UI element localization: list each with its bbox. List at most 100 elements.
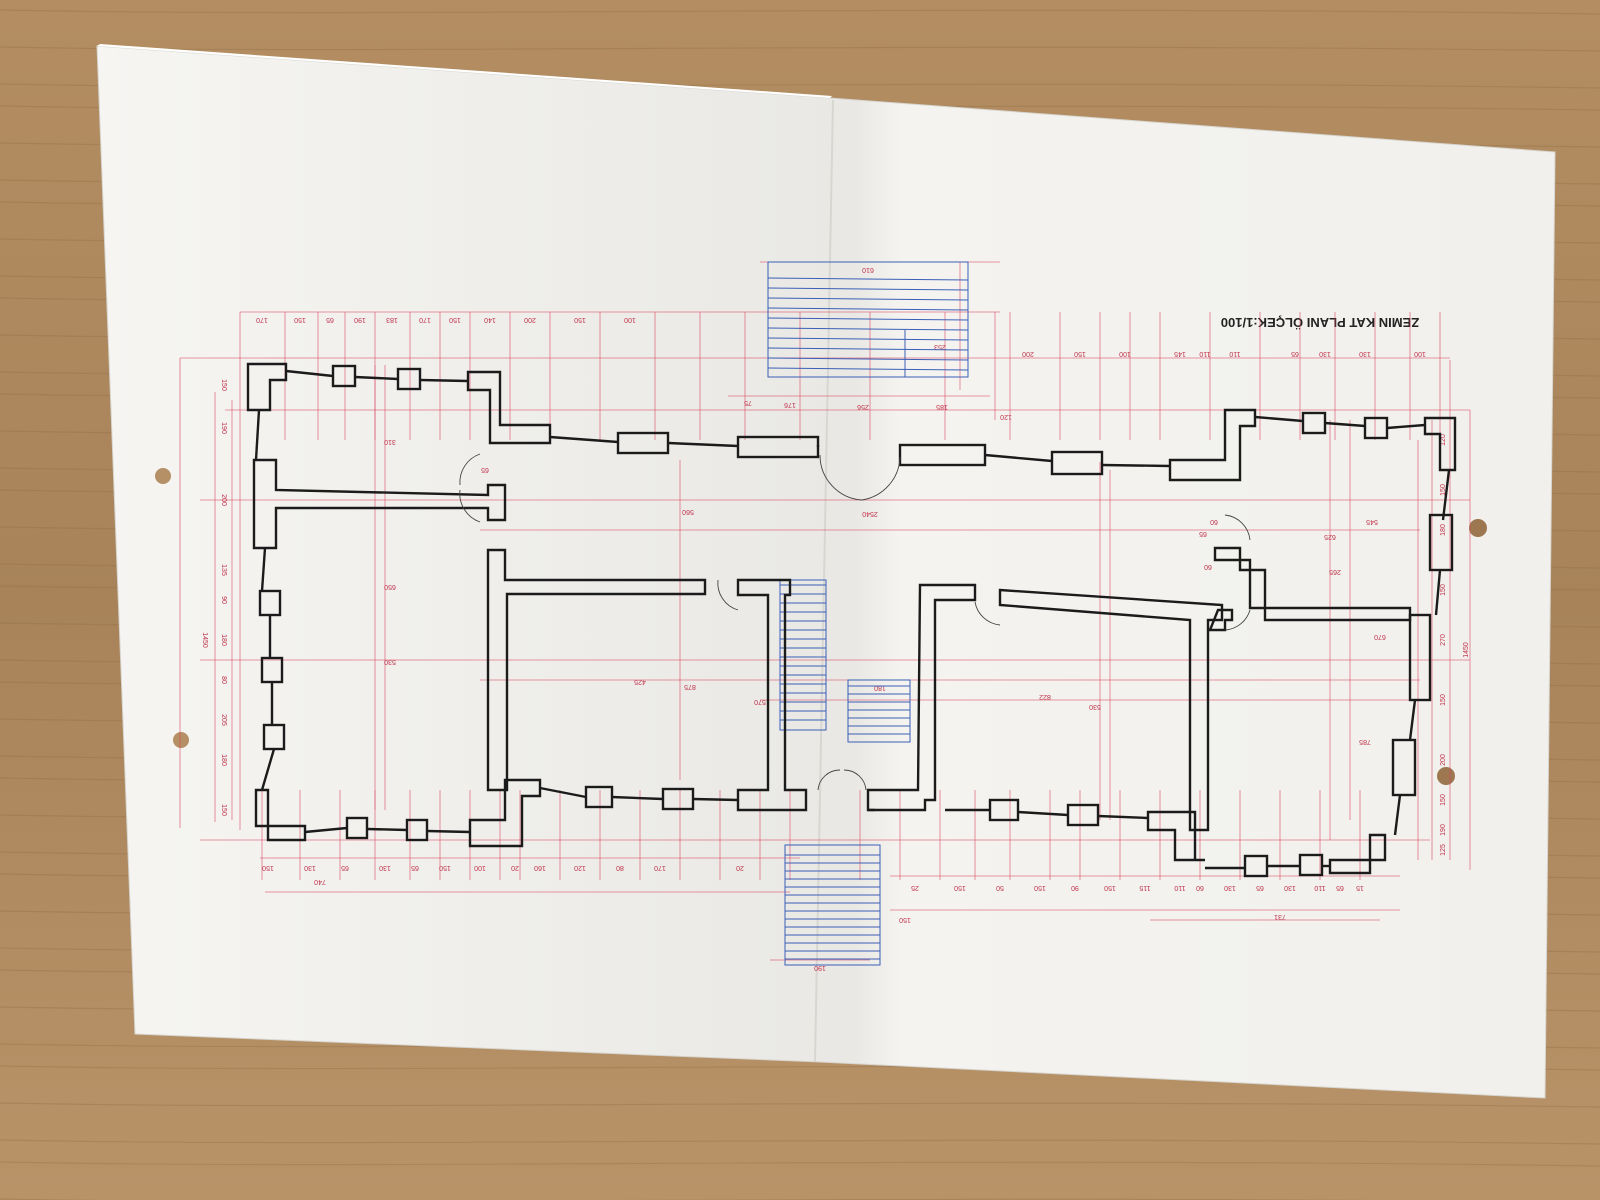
dimension-label: 180 xyxy=(874,684,886,691)
dimension-label: 110 xyxy=(1199,350,1210,357)
dimension-label: 100 xyxy=(624,316,636,323)
dimension-label: 60 xyxy=(1204,563,1212,570)
door-swing-main xyxy=(819,454,863,501)
wall-line xyxy=(1393,794,1402,836)
stair-tread xyxy=(767,307,969,311)
stair-tread xyxy=(767,327,969,331)
door-swing-rear xyxy=(817,769,841,791)
wall-line xyxy=(539,786,587,799)
wall-corner xyxy=(1168,408,1257,482)
wall-pier xyxy=(1428,513,1454,572)
wall-segment xyxy=(736,578,808,812)
wall-line xyxy=(1324,421,1366,428)
stair-tread xyxy=(767,287,969,291)
wood-grain-line xyxy=(0,46,1600,52)
dimension-label: 180 xyxy=(220,634,227,646)
dimension-label: 15 xyxy=(1356,884,1364,891)
dimension-label: 90 xyxy=(1071,884,1079,891)
door-swing-main xyxy=(861,456,901,501)
paper-underlay-edge xyxy=(97,44,832,98)
dimension-label: 205 xyxy=(220,714,227,726)
dimension-label: 150 xyxy=(1074,350,1086,357)
wall-line xyxy=(667,441,739,448)
dimension-label: 150 xyxy=(1440,794,1447,806)
dimension-label: 150 xyxy=(220,379,227,391)
dimension-label: 65 xyxy=(1336,884,1344,891)
dimension-label: 650 xyxy=(384,583,396,590)
wall-pier xyxy=(1050,450,1104,476)
dimension-label: 100 xyxy=(1119,350,1131,357)
dimension-label: 25 xyxy=(911,884,919,891)
wall-line xyxy=(426,829,471,834)
dimension-label: 200 xyxy=(220,494,227,506)
wall-line xyxy=(285,369,334,378)
stair-tread xyxy=(767,367,969,371)
dimension-label: 110 xyxy=(1174,884,1185,891)
dimension-label: 310 xyxy=(384,438,396,445)
door-swing-left xyxy=(459,489,481,523)
door-swing xyxy=(974,601,1001,626)
wall-line xyxy=(1101,463,1171,468)
dimension-label: 65 xyxy=(326,316,334,323)
dimension-label: 65 xyxy=(341,864,349,871)
wall-line xyxy=(304,826,348,834)
dimension-label: 265 xyxy=(1329,568,1341,575)
dimension-label: 150 xyxy=(1440,584,1447,596)
dimension-label: 170 xyxy=(654,864,666,871)
dimension-label: 110 xyxy=(1314,884,1325,891)
dimension-label: 2540 xyxy=(862,510,878,517)
wall-corner xyxy=(1328,833,1387,875)
dimension-label: 130 xyxy=(1359,350,1371,357)
dimension-label: 1450 xyxy=(1463,642,1470,658)
wall-line xyxy=(1017,810,1069,817)
dimension-label: 100 xyxy=(1414,350,1426,357)
dimension-label: 145 xyxy=(1174,350,1186,357)
wall-line xyxy=(254,409,261,461)
door-swing-left xyxy=(459,453,481,486)
wall-segment xyxy=(1213,546,1412,622)
wall-segment xyxy=(252,458,507,550)
punch-hole-icon xyxy=(173,732,189,748)
dimension-label: 610 xyxy=(862,266,874,273)
dimension-label: 170 xyxy=(256,316,268,323)
dimension-label: 170 xyxy=(419,316,431,323)
wall-line xyxy=(1408,699,1417,741)
wall-corner xyxy=(1423,416,1457,472)
dimension-label: 120 xyxy=(1000,413,1012,420)
wood-grain-line xyxy=(0,1161,1600,1167)
dimension-label: 120 xyxy=(574,864,586,871)
stair-tread xyxy=(767,317,969,321)
wall-line xyxy=(692,797,739,802)
dimension-label: 625 xyxy=(1324,533,1336,540)
dimension-label: 80 xyxy=(220,676,227,684)
dimension-label: 570 xyxy=(754,698,766,705)
dimension-label: 115 xyxy=(1139,884,1150,891)
drawing-title: ZEMIN KAT PLANI ÖLÇEK:1/100 xyxy=(1221,315,1419,330)
door-swing xyxy=(1224,514,1251,541)
wall-pier xyxy=(1391,738,1417,797)
stair-tread xyxy=(767,277,969,281)
dimension-label: 135 xyxy=(220,564,227,576)
dimension-label: 65 xyxy=(481,466,489,473)
walls xyxy=(246,362,1457,878)
stair-tread xyxy=(767,347,969,351)
door-swing xyxy=(1224,609,1251,631)
wall-line xyxy=(1434,569,1442,616)
dimension-label: 190 xyxy=(220,422,227,434)
wall-line xyxy=(1386,423,1426,430)
dimension-label: 731 xyxy=(1274,913,1286,920)
dimension-label: 130 xyxy=(1224,884,1236,891)
dimension-label: 560 xyxy=(682,508,694,515)
wall-line xyxy=(1254,415,1304,423)
wall-segment xyxy=(486,548,707,792)
wall-line xyxy=(419,378,469,383)
stair-landing-frame xyxy=(847,679,911,743)
dimension-label: 130 xyxy=(304,864,316,871)
dimension-label: 130 xyxy=(1284,884,1296,891)
stair-tread xyxy=(767,337,969,341)
dimension-label: 65 xyxy=(1256,884,1264,891)
dimension-label: 60 xyxy=(1196,884,1204,891)
dimension-label: 183 xyxy=(386,316,398,323)
wall-segment xyxy=(866,583,977,812)
